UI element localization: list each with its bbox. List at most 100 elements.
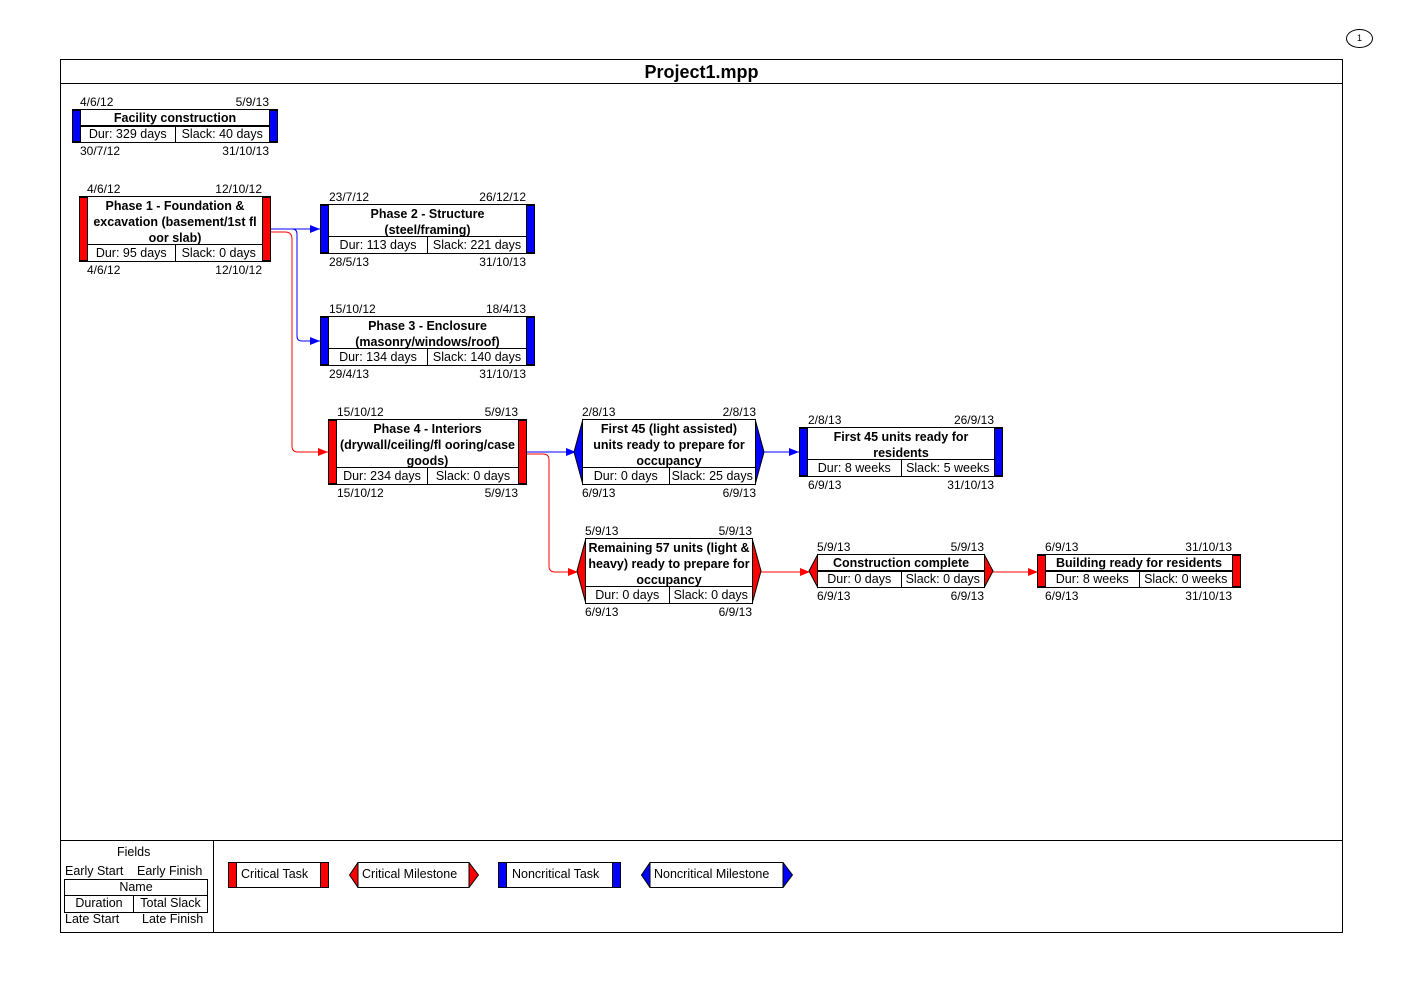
late-start: 4/6/12 <box>87 263 121 277</box>
late-start: 15/10/12 <box>337 486 384 500</box>
early-finish: 26/9/13 <box>953 413 994 427</box>
legend-critical-milestone-shape <box>349 862 479 888</box>
legend-early-start: Early Start <box>65 864 124 878</box>
legend-blue-bar <box>612 862 621 888</box>
task-box: Phase 1 - Foundation & excavation (basem… <box>79 196 271 262</box>
legend-name: Name <box>65 880 207 896</box>
early-finish: 18/4/13 <box>485 302 526 316</box>
node-remaining-57-milestone[interactable]: 5/9/13 5/9/13 Remaining 57 units (light … <box>576 524 762 619</box>
slack: Slack: 25 days <box>668 468 756 484</box>
duration-slack-row: Dur: 0 days Slack: 0 days <box>586 586 752 603</box>
late-finish: 6/9/13 <box>718 605 752 619</box>
legend-blue-bar <box>498 862 507 888</box>
node-phase-1[interactable]: 4/6/12 12/10/12 Phase 1 - Foundation & e… <box>79 182 271 277</box>
early-finish: 2/8/13 <box>722 405 756 419</box>
early-finish: 5/9/13 <box>235 95 269 109</box>
status-bar <box>518 420 527 484</box>
legend-duration: Duration <box>75 896 123 910</box>
legend-noncritical-milestone-shape <box>641 862 793 888</box>
duration-slack-row: Dur: 134 days Slack: 140 days <box>329 348 526 365</box>
status-bar <box>526 205 535 253</box>
task-box: Phase 3 - Enclosure (masonry/windows/roo… <box>320 316 535 366</box>
status-bar <box>799 428 808 476</box>
status-bar <box>269 110 278 142</box>
duration: Dur: 0 days <box>827 572 892 586</box>
legend-critical-milestone: Critical Milestone <box>349 862 479 888</box>
slack: Slack: 0 days <box>900 571 985 587</box>
duration: Dur: 0 days <box>593 469 658 483</box>
task-box: Phase 4 - Interiors (drywall/ceiling/fl … <box>328 419 527 485</box>
early-start: 6/9/13 <box>1045 540 1079 554</box>
late-start: 29/4/13 <box>329 367 370 381</box>
legend-red-bar <box>228 862 237 888</box>
late-finish: 5/9/13 <box>484 486 518 500</box>
task-name: Phase 4 - Interiors (drywall/ceiling/fl … <box>339 422 516 468</box>
duration-slack-row: Dur: 113 days Slack: 221 days <box>329 236 526 253</box>
node-building-ready[interactable]: 6/9/13 31/10/13 Building ready for resid… <box>1037 540 1241 604</box>
node-facility-construction[interactable]: 4/6/12 5/9/13 Facility construction Dur:… <box>72 95 278 157</box>
legend-critical-task: Critical Task <box>228 862 329 888</box>
task-name: First 45 units ready for residents <box>833 430 969 460</box>
slack: Slack: 0 days <box>668 587 753 603</box>
status-bar <box>328 420 337 484</box>
legend-fields-divider <box>213 840 214 933</box>
early-finish: 31/10/13 <box>1185 540 1232 554</box>
legend-early-finish: Early Finish <box>137 864 203 878</box>
status-bar <box>79 197 88 261</box>
late-start: 6/9/13 <box>1045 589 1079 603</box>
node-phase-2[interactable]: 23/7/12 26/12/12 Phase 2 - Structure (st… <box>320 190 535 270</box>
duration: Dur: 113 days <box>339 238 417 252</box>
node-first-45-residents[interactable]: 2/8/13 26/9/13 First 45 units ready for … <box>799 413 1003 493</box>
legend-noncritical-milestone: Noncritical Milestone <box>641 862 793 888</box>
legend-total-slack: Total Slack <box>133 896 207 912</box>
task-name: Phase 3 - Enclosure (masonry/windows/roo… <box>355 319 500 349</box>
early-start: 15/10/12 <box>329 302 376 316</box>
late-finish: 6/9/13 <box>722 486 756 500</box>
duration-slack-row: Dur: 234 days Slack: 0 days <box>337 467 518 484</box>
early-start: 2/8/13 <box>808 413 842 427</box>
late-finish: 31/10/13 <box>1185 589 1232 603</box>
status-bar <box>1232 555 1241 587</box>
slack: Slack: 5 weeks <box>900 460 995 476</box>
node-phase-3[interactable]: 15/10/12 18/4/13 Phase 3 - Enclosure (ma… <box>320 302 535 382</box>
legend-late-finish: Late Finish <box>142 912 204 926</box>
late-start: 6/9/13 <box>817 589 851 603</box>
task-box: Phase 2 - Structure (steel/framing) Dur:… <box>320 204 535 254</box>
node-phase-4[interactable]: 15/10/12 5/9/13 Phase 4 - Interiors (dry… <box>328 405 527 500</box>
legend-critical-milestone-label: Critical Milestone <box>362 867 458 881</box>
milestone-box: Construction complete Dur: 0 days Slack:… <box>817 554 985 588</box>
duration: Dur: 95 days <box>95 246 167 260</box>
task-box: First 45 units ready for residents Dur: … <box>799 427 1003 477</box>
node-construction-complete[interactable]: 5/9/13 5/9/13 Construction complete Dur:… <box>808 540 994 604</box>
duration: Dur: 329 days <box>88 127 167 141</box>
duration-slack-row: Dur: 0 days Slack: 0 days <box>818 570 984 587</box>
duration-slack-row: Dur: 329 days Slack: 40 days <box>81 125 269 142</box>
status-bar <box>526 317 535 365</box>
legend-noncritical-milestone-label: Noncritical Milestone <box>654 867 770 881</box>
early-finish: 26/12/12 <box>479 190 526 204</box>
late-finish: 31/10/13 <box>479 367 526 381</box>
slack: Slack: 0 weeks <box>1138 571 1233 587</box>
node-first-45-milestone[interactable]: 2/8/13 2/8/13 First 45 (light assisted) … <box>573 405 765 500</box>
status-bar <box>320 205 329 253</box>
slack: Slack: 0 days <box>427 468 518 484</box>
late-start: 30/7/12 <box>80 144 121 158</box>
late-finish: 31/10/13 <box>947 478 994 492</box>
legend-fields-title: Fields <box>117 845 151 859</box>
duration-slack-row: Dur: 0 days Slack: 25 days <box>583 467 755 484</box>
legend-critical-task-label: Critical Task <box>241 867 309 881</box>
page-number: 1 <box>1346 29 1373 48</box>
task-name: First 45 (light assisted) units ready to… <box>593 422 745 468</box>
early-start: 5/9/13 <box>817 540 851 554</box>
status-bar <box>72 110 81 142</box>
early-start: 5/9/13 <box>585 524 619 538</box>
early-finish: 5/9/13 <box>950 540 984 554</box>
task-box: Building ready for residents Dur: 8 week… <box>1037 554 1241 588</box>
slack: Slack: 140 days <box>427 349 526 365</box>
late-start: 6/9/13 <box>585 605 619 619</box>
duration: Dur: 8 weeks <box>817 461 891 475</box>
milestone-box: First 45 (light assisted) units ready to… <box>582 419 756 485</box>
late-start: 6/9/13 <box>808 478 842 492</box>
early-finish: 12/10/12 <box>215 182 262 196</box>
network-diagram-frame: Project1.mpp <box>60 59 1343 933</box>
